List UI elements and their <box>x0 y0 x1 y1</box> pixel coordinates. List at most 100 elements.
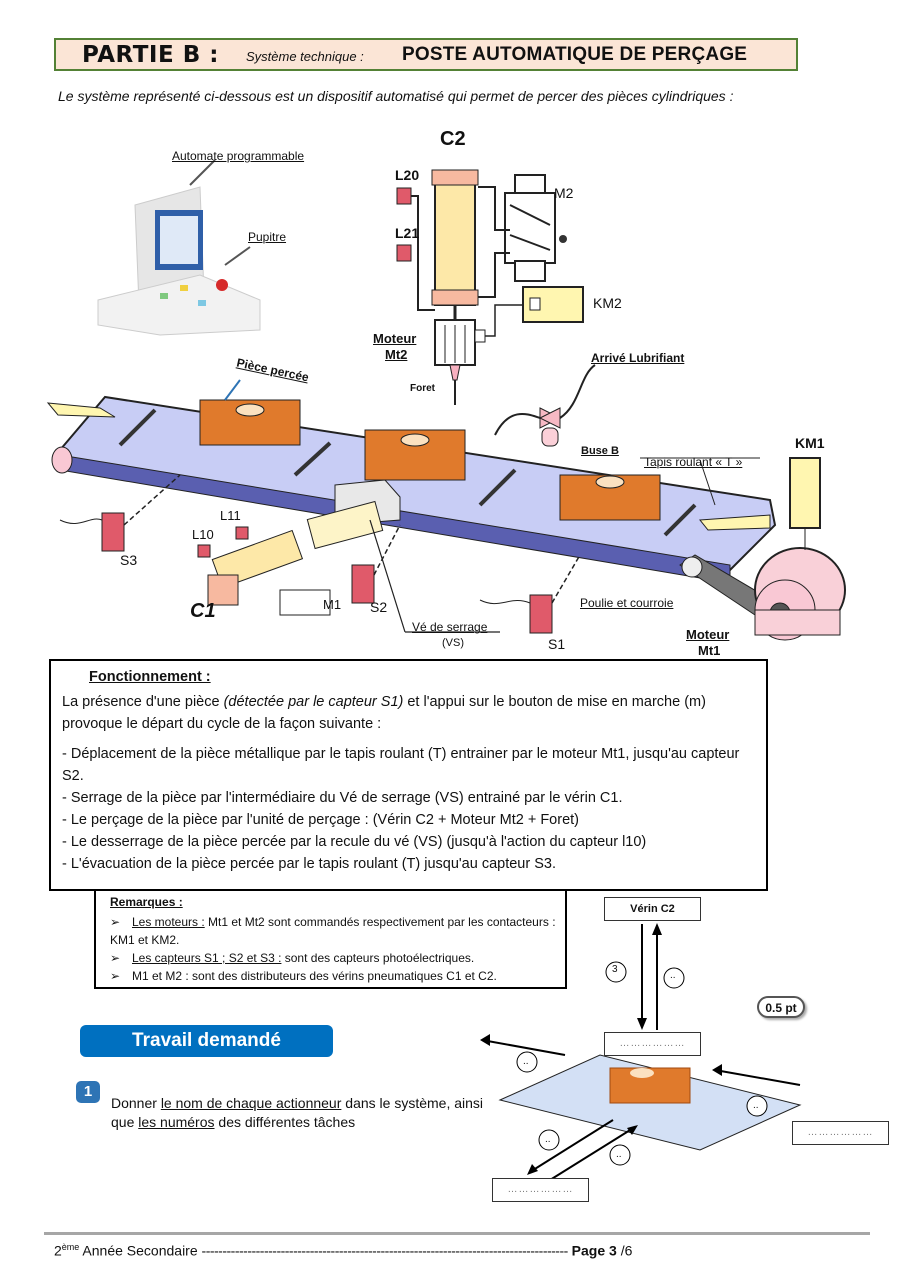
ve-leader-line <box>369 519 406 633</box>
motor-mt2-icon <box>434 319 486 405</box>
step-3: - Le perçage de la pièce par l'unité de … <box>62 812 579 828</box>
answer-box-bottom[interactable]: ……………… <box>492 1178 589 1202</box>
remark-lead: Les moteurs : <box>132 915 205 929</box>
step-1: - Déplacement de la pièce métallique par… <box>62 746 740 784</box>
label-l10: L10 <box>192 527 214 542</box>
bubble-blank: .. <box>753 1100 759 1111</box>
exercise-diagram <box>480 923 802 1181</box>
remark-text: sont des capteurs photoélectriques. <box>281 951 475 965</box>
question-1-text: Donner le nom de chaque actionneur dans … <box>111 1094 491 1132</box>
contactor-km2-icon <box>485 286 584 337</box>
clamp-cylinder-c1-icon <box>197 479 401 616</box>
system-title: POSTE AUTOMATIQUE DE PERÇAGE <box>402 44 748 65</box>
level-num: 2 <box>54 1242 62 1259</box>
sensor-icons <box>59 474 581 634</box>
label-l21: L21 <box>395 225 420 241</box>
lubricant-valve-icon <box>494 364 596 447</box>
workpiece-icons <box>199 399 661 521</box>
intro-text: Le système représenté ci-dessous est un … <box>58 88 734 104</box>
q-part: dans le système, ainsi que <box>111 1095 484 1130</box>
label-mt2: Mt2 <box>385 347 408 362</box>
remark-valves: ➢ M1 et M2 : sont des distributeurs des v… <box>110 967 560 985</box>
system-label: Système technique : <box>246 49 364 64</box>
label-l20: L20 <box>395 167 420 183</box>
bullet-arrow-icon: ➢ <box>110 969 121 983</box>
arrow-down-icon <box>637 1018 647 1030</box>
arrow-up-icon <box>652 923 662 935</box>
intro-italic: (détectée par le capteur S1) <box>223 694 404 710</box>
intro-part-b: et l'appui sur le bouton de mise en marc… <box>62 694 706 732</box>
step-5: - L'évacuation de la pièce percée par le… <box>62 856 556 872</box>
fonctionnement-intro: La présence d'une pièce (détectée par le… <box>62 691 762 735</box>
label-m1: M1 <box>323 597 342 612</box>
label-tapis: Tapis roulant « T » <box>644 455 743 469</box>
label-buse-b: Buse B <box>581 445 619 457</box>
plc-icon <box>97 159 261 336</box>
part-label: PARTIE B : <box>82 42 219 68</box>
label-foret: Foret <box>410 383 435 394</box>
label-arrive-lubrifiant: Arrivé Lubrifiant <box>591 351 685 365</box>
travail-demande-banner: Travail demandé <box>80 1025 333 1057</box>
points-badge: 0.5 pt <box>757 996 805 1018</box>
step-4: - Le desserrage de la pièce percée par l… <box>62 834 647 850</box>
bubble-blank: .. <box>545 1134 551 1145</box>
page-number: Page 3 <box>567 1242 617 1259</box>
answer-box-right[interactable]: ……………… <box>792 1121 889 1145</box>
bullet-arrow-icon: ➢ <box>110 915 121 929</box>
label-c1: C1 <box>190 600 216 622</box>
remarques-box: Remarques : ➢ Les moteurs : Mt1 et Mt2 so… <box>94 889 567 989</box>
remarques-title: Remarques : <box>110 895 183 909</box>
system-diagram: Automate programmable Pupitre C2 L20 L21… <box>40 125 880 660</box>
cylinder-c2-icon <box>396 169 479 320</box>
answer-box-top[interactable]: ……………… <box>604 1032 701 1056</box>
question-number-badge: 1 <box>76 1081 100 1103</box>
bubble-blank: .. <box>616 1149 622 1160</box>
remark-lead: Les capteurs S1 ; S2 et S3 : <box>132 951 282 965</box>
bullet-arrow-icon: ➢ <box>110 951 121 965</box>
valve-m2-icon <box>478 174 567 298</box>
label-s2: S2 <box>370 599 388 615</box>
label-m2: M2 <box>554 185 574 201</box>
bubble-blank: .. <box>670 970 676 981</box>
intro-part-a: La présence d'une pièce <box>62 694 224 710</box>
label-ve-serrage: Vé de serrage <box>412 620 488 634</box>
label-c2: C2 <box>440 128 466 150</box>
q-part: des différentes tâches <box>214 1114 356 1130</box>
page-total: /6 <box>616 1242 633 1259</box>
fonctionnement-box: Fonctionnement : La présence d'une pièce… <box>49 659 768 891</box>
remark-text: M1 et M2 : sont des distributeurs des vé… <box>132 969 497 983</box>
remark-motors: ➢ Les moteurs : Mt1 et Mt2 sont commandés… <box>110 913 560 949</box>
remark-sensors: ➢ Les capteurs S1 ; S2 et S3 : sont des c… <box>110 949 560 967</box>
page-footer: 2ème Année Secondaire ------------------… <box>54 1242 854 1259</box>
label-automate: Automate programmable <box>172 149 305 163</box>
label-poulie: Poulie et courroie <box>580 596 674 610</box>
label-s3: S3 <box>120 552 138 568</box>
bubble-3-text: 3 <box>612 964 618 975</box>
fonctionnement-title: Fonctionnement : <box>89 669 211 685</box>
level-sup: ème <box>61 1242 80 1252</box>
diagram-drawing <box>46 159 846 641</box>
motor-mt1-icon <box>679 457 846 641</box>
step-2: - Serrage de la pièce par l'intermédiair… <box>62 790 623 806</box>
conveyor-belt-icon <box>46 395 777 584</box>
level-text: Année Secondaire <box>79 1242 202 1259</box>
verin-c2-box: Vérin C2 <box>604 897 701 921</box>
bubble-3 <box>605 961 627 983</box>
label-moteur-mt2: Moteur <box>373 331 417 346</box>
label-km2: KM2 <box>593 295 622 311</box>
title-banner: PARTIE B : Système technique : POSTE AUT… <box>54 38 798 71</box>
label-moteur-mt1: Moteur <box>686 627 730 642</box>
label-vs: (VS) <box>442 637 464 649</box>
bubble-blank: .. <box>523 1056 529 1067</box>
footer-divider <box>44 1232 870 1235</box>
label-km1: KM1 <box>795 435 825 451</box>
label-pupitre: Pupitre <box>248 230 287 244</box>
label-l11: L11 <box>220 508 241 523</box>
piece-leader-line <box>224 379 241 401</box>
remark-text: Mt1 et Mt2 sont commandés respectivement… <box>110 915 556 947</box>
label-s1: S1 <box>548 636 566 652</box>
q-part: Donner <box>111 1095 161 1111</box>
q-underlined: les numéros <box>138 1114 215 1130</box>
footer-dashes: ----------------------------------------… <box>201 1242 569 1259</box>
label-mt1: Mt1 <box>698 643 721 658</box>
